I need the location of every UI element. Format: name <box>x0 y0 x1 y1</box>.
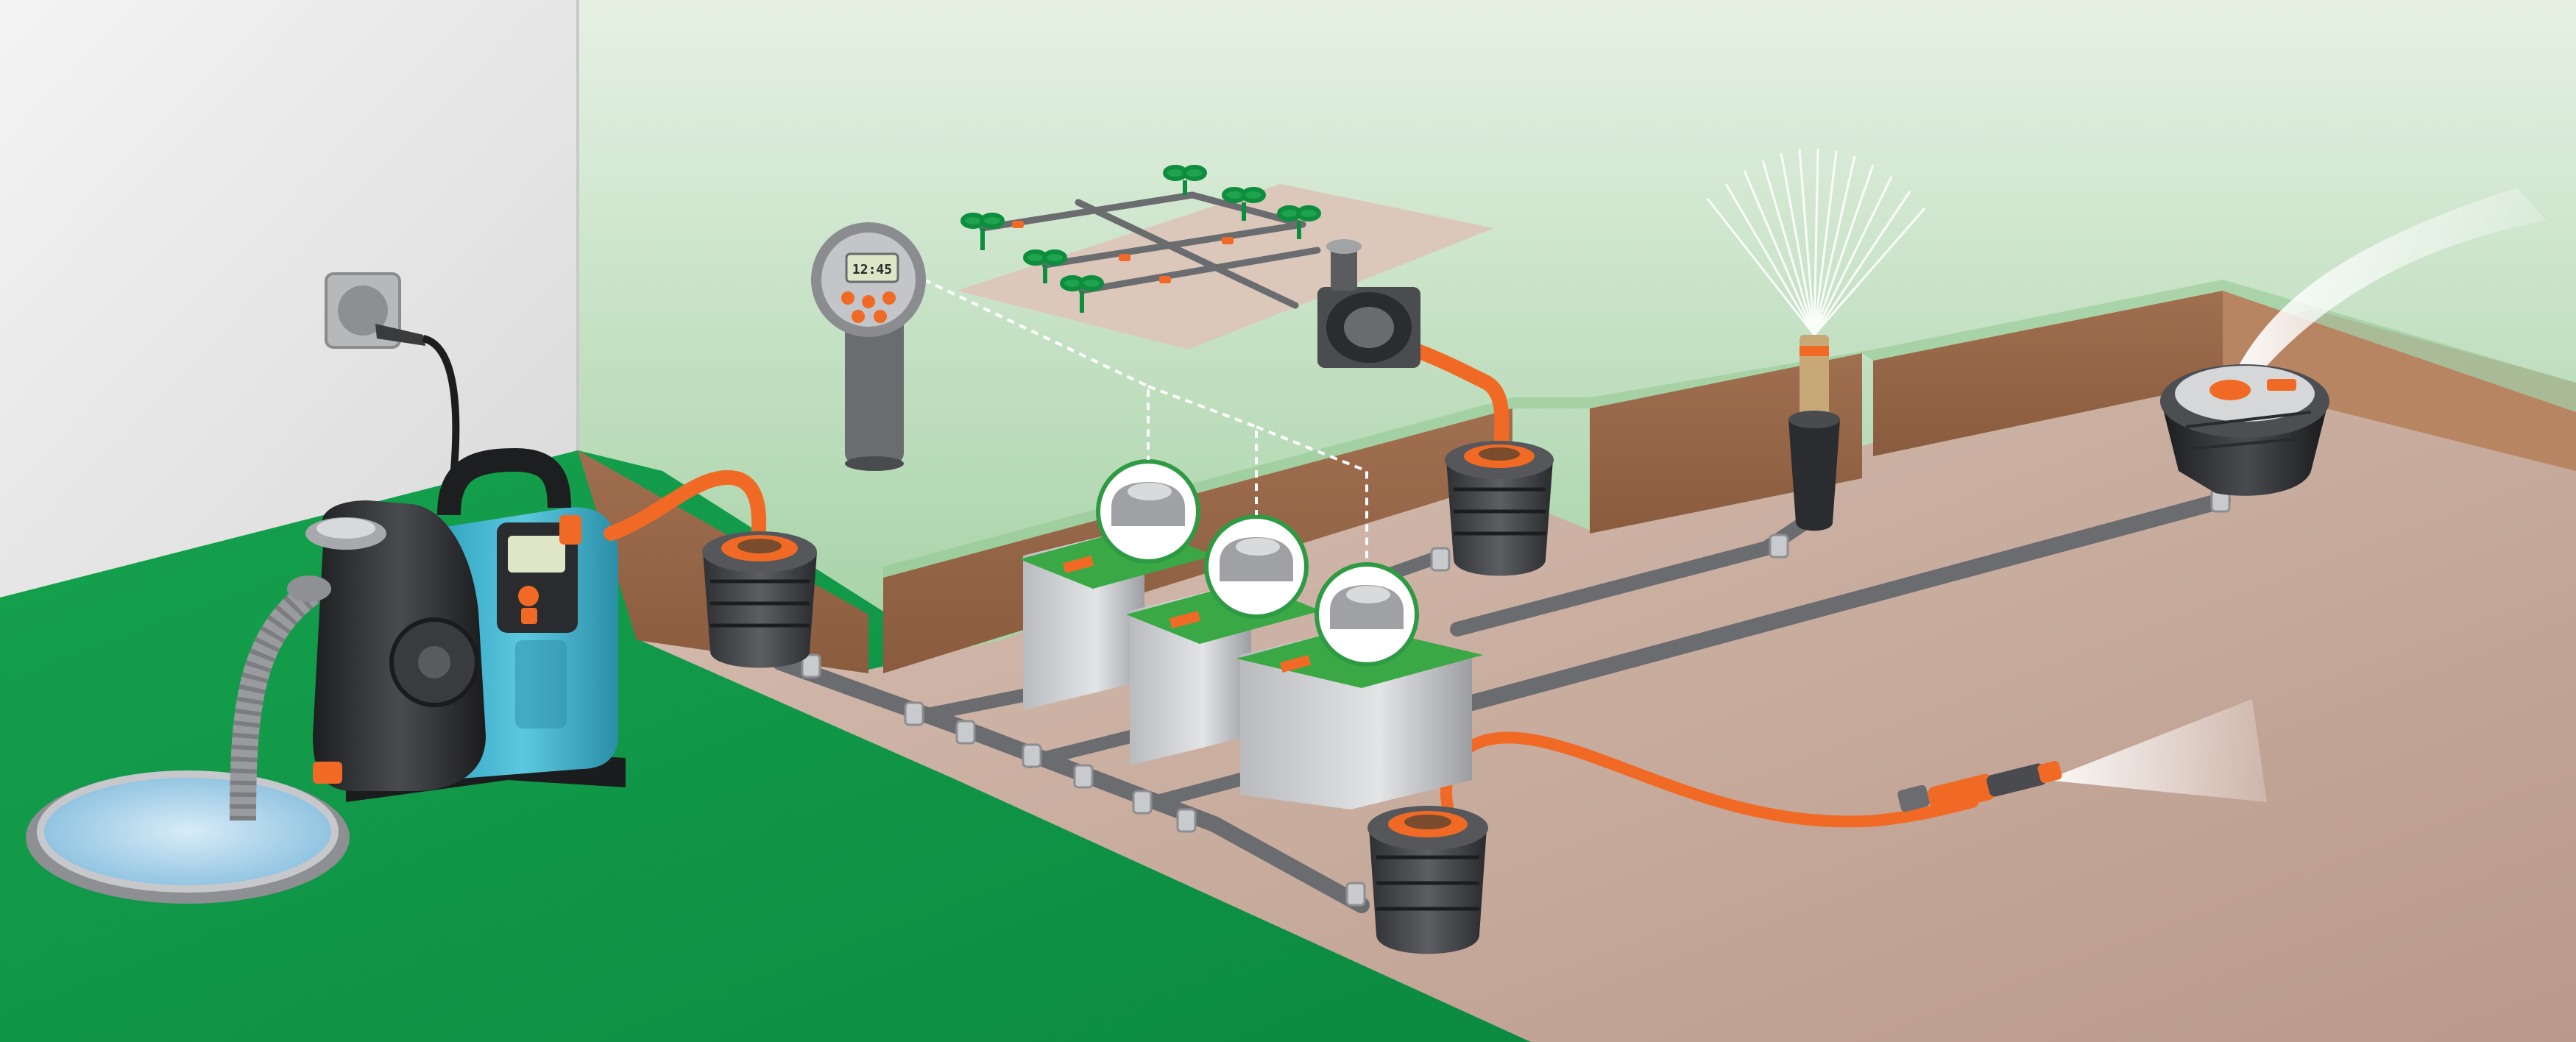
house-wall <box>0 0 578 598</box>
irrigation-controller: 12:45 <box>811 222 926 471</box>
micro-drip-system <box>960 165 1420 368</box>
rotor-sprinkler <box>2160 188 2547 496</box>
water-connection-box-3 <box>1367 806 1488 954</box>
controller-display-text: 12:45 <box>852 262 892 277</box>
wall-socket <box>325 272 460 486</box>
pop-up-sprinkler <box>1706 148 1926 531</box>
garden-pump <box>287 447 626 802</box>
well <box>26 770 350 904</box>
water-connection-box-1 <box>702 531 817 668</box>
controller-display <box>845 252 899 283</box>
hose-spray-nozzle <box>1897 699 2267 813</box>
trench-wall-right <box>1873 291 2223 456</box>
nozzle-spray-cone <box>2046 699 2267 802</box>
hose-pump-to-connector <box>604 469 767 556</box>
trench-floor <box>637 309 2576 1042</box>
pop-up-spray-fan <box>1706 148 1926 336</box>
control-signal-lines <box>923 278 1368 563</box>
valve-icon-1 <box>1096 459 1200 564</box>
drip-pressure-reducer <box>1317 239 1420 368</box>
trench-wall-far <box>2223 291 2576 471</box>
water-connection-box-2 <box>1445 441 1554 576</box>
pipe-to-popup <box>1450 511 1818 637</box>
valve-icon-3 <box>1314 562 1419 667</box>
rotor-water-jet <box>2237 188 2547 383</box>
pump-display <box>508 536 565 573</box>
valve-icon-2 <box>1204 514 1309 619</box>
pipe-to-rotor <box>1464 492 2231 711</box>
power-cable <box>422 335 460 486</box>
